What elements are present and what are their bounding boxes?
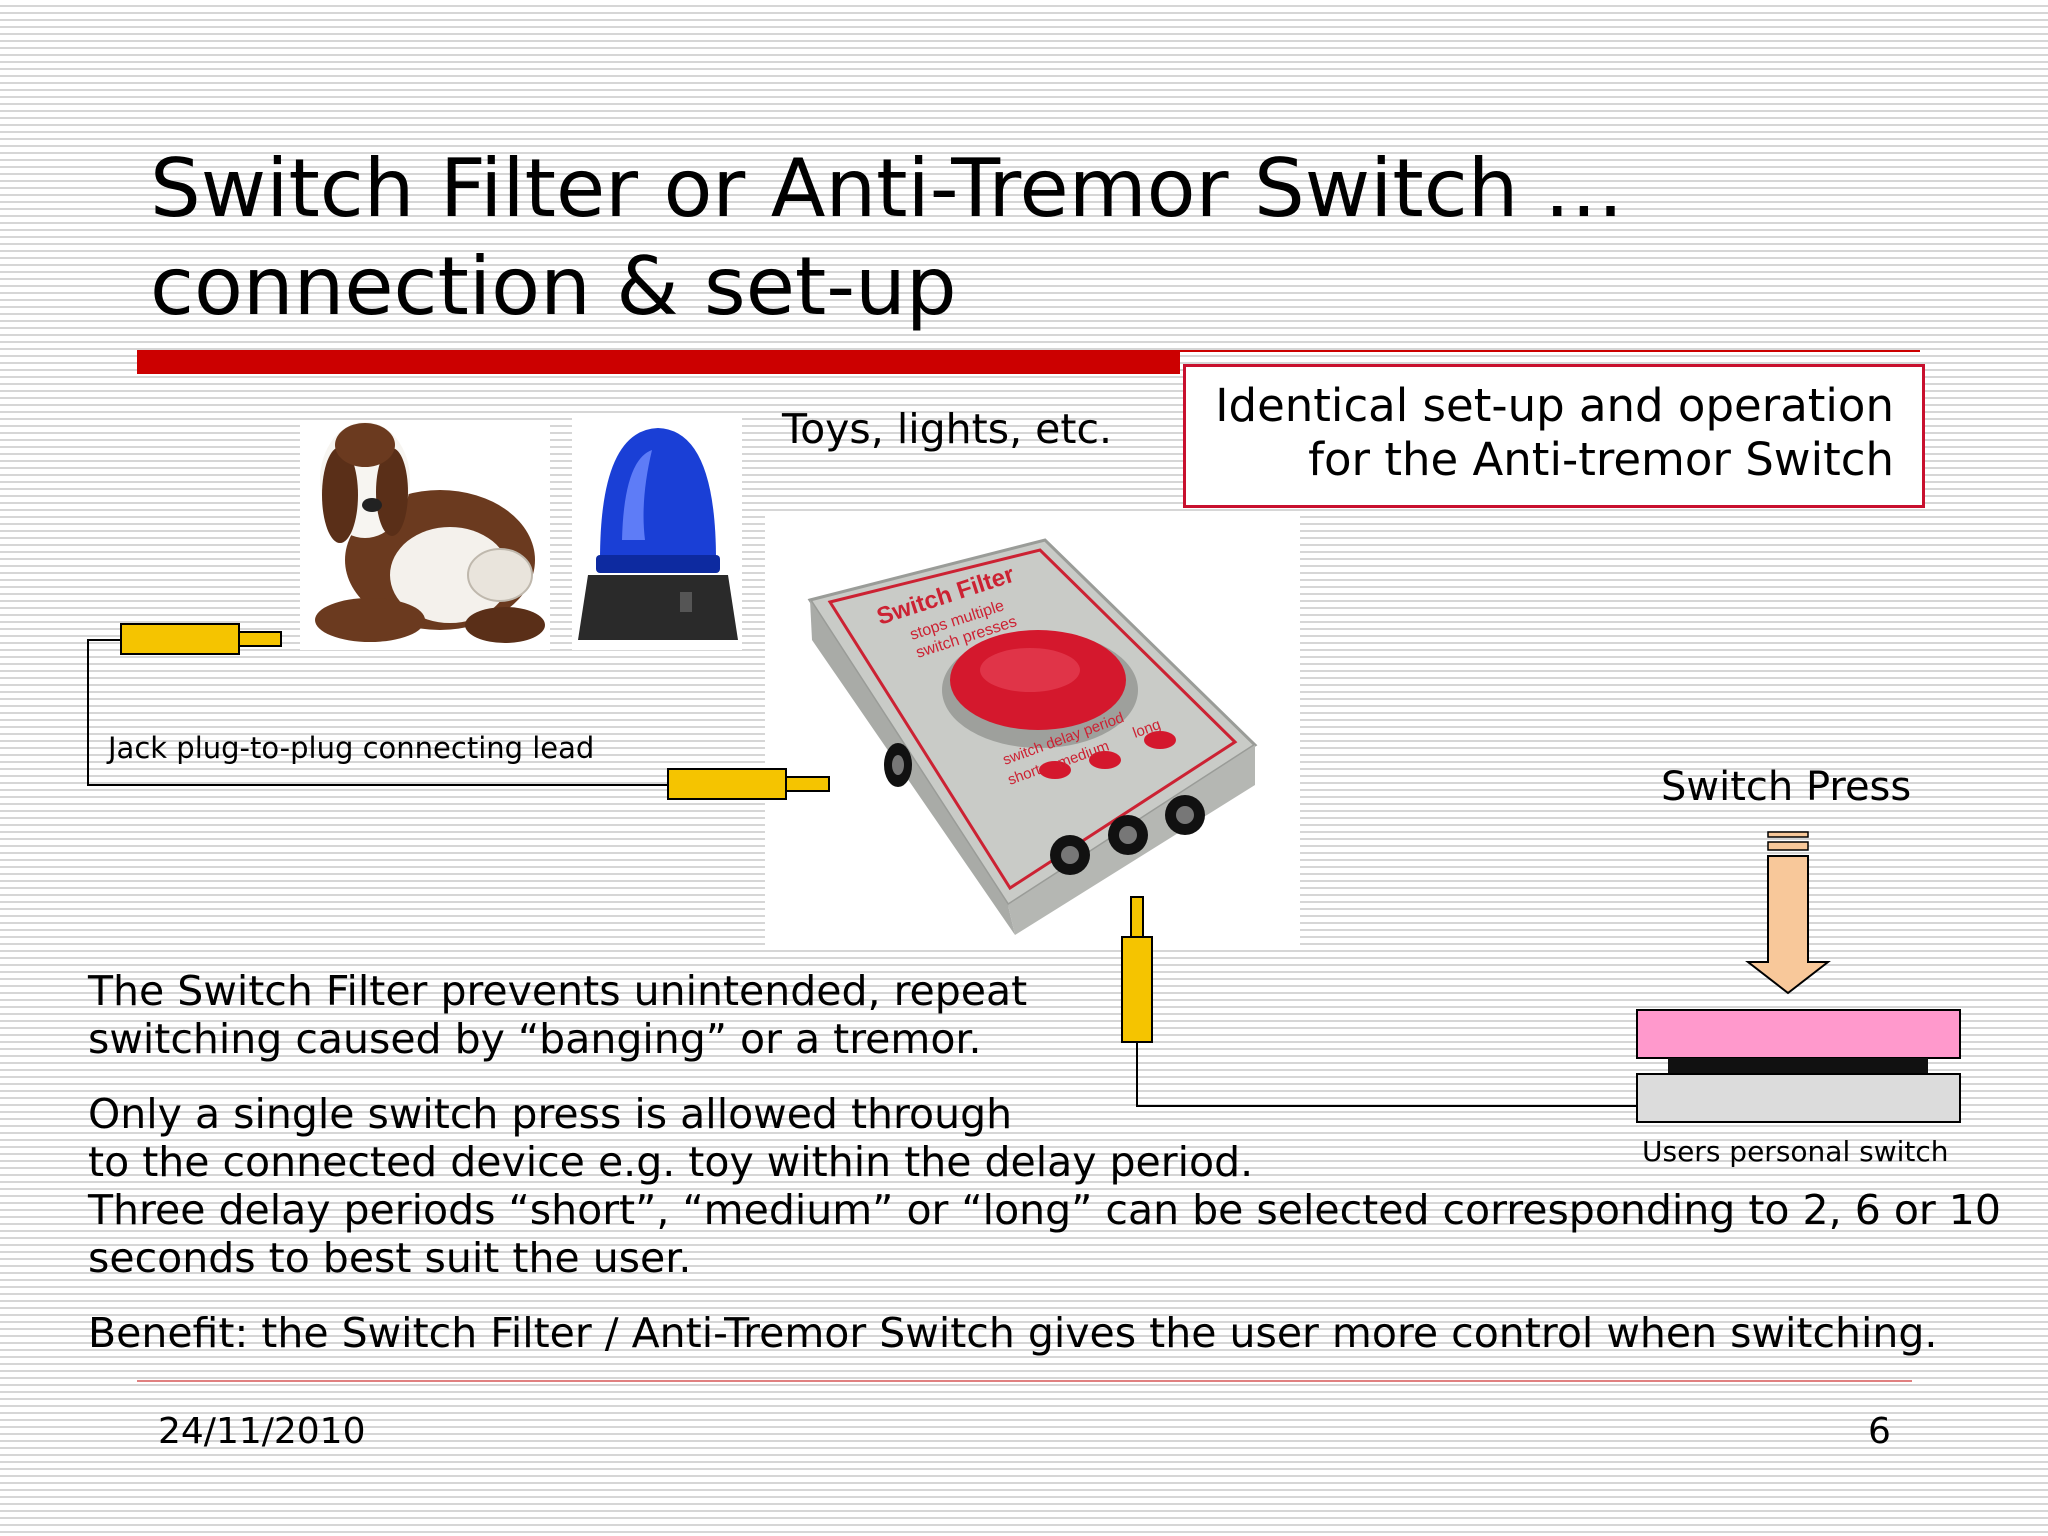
- jack-plug-upper: [120, 623, 240, 655]
- paragraph-2-line-3: Three delay periods “short”, “medium” or…: [88, 1186, 2001, 1234]
- title-line-2: connection & set-up: [150, 240, 957, 333]
- paragraph-2: Only a single switch press is allowed th…: [88, 1090, 2001, 1282]
- page-number: 6: [1868, 1411, 1891, 1452]
- jack-lead-label: Jack plug-to-plug connecting lead: [108, 731, 595, 765]
- jack-plug-lower: [667, 768, 787, 800]
- paragraph-1-line-1: The Switch Filter prevents unintended, r…: [88, 967, 1028, 1015]
- toys-label: Toys, lights, etc.: [782, 405, 1113, 453]
- paragraph-3: Benefit: the Switch Filter / Anti-Tremor…: [88, 1309, 1938, 1357]
- switch-filter-box-icon: Switch Filter stops multiple switch pres…: [765, 515, 1300, 945]
- user-switch-label: Users personal switch: [1642, 1135, 1949, 1168]
- callout-line-1: Identical set-up and operation: [1215, 379, 1894, 432]
- blue-beacon-icon: [572, 418, 742, 650]
- paragraph-1: The Switch Filter prevents unintended, r…: [88, 967, 1027, 1063]
- footer-date: 24/11/2010: [158, 1411, 366, 1452]
- paragraph-2-line-4: seconds to best suit the user.: [88, 1234, 692, 1282]
- down-arrow-icon: [1745, 831, 1831, 995]
- title-line-1: Switch Filter or Anti-Tremor Switch …: [150, 142, 1624, 235]
- callout-line-2: for the Anti-tremor Switch: [1308, 433, 1894, 486]
- plush-dog-icon: [300, 420, 550, 650]
- title-underline-bar: [137, 350, 1180, 374]
- user-switch-icon: [1636, 1009, 1961, 1123]
- footer-divider: [137, 1380, 1912, 1382]
- switch-lead: [1121, 896, 1637, 1107]
- title-underline-thin: [1180, 350, 1920, 352]
- jack-lead: [87, 623, 830, 800]
- switch-press-label: Switch Press: [1661, 764, 1912, 810]
- paragraph-2-line-1: Only a single switch press is allowed th…: [88, 1090, 1013, 1138]
- callout-box: Identical set-up and operation for the A…: [1183, 364, 1925, 508]
- jack-plug-upper-tip: [238, 631, 282, 647]
- paragraph-2-line-2: to the connected device e.g. toy within …: [88, 1138, 1254, 1186]
- paragraph-1-line-2: switching caused by “banging” or a tremo…: [88, 1015, 982, 1063]
- slide-title: Switch Filter or Anti-Tremor Switch … co…: [150, 140, 1750, 336]
- jack-plug-lower-tip: [785, 776, 830, 792]
